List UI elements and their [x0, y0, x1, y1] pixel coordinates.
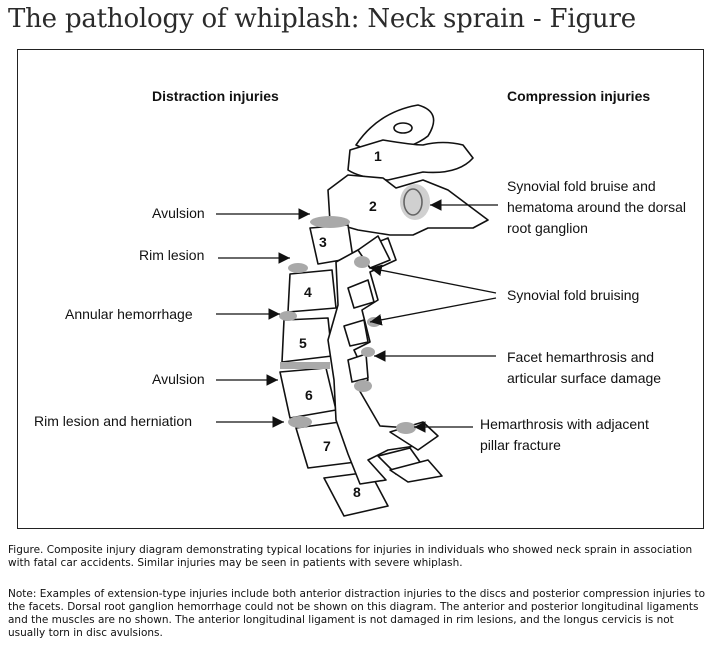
page-title: The pathology of whiplash: Neck sprain -…	[8, 4, 636, 34]
injury-shading-facet-1	[354, 256, 370, 268]
injury-shading-c6-c7	[288, 416, 312, 428]
vertebra-c4-shape	[287, 269, 337, 313]
injury-shading-facet-2	[367, 317, 381, 327]
injury-shading-dorsal-ganglion	[400, 184, 430, 220]
vertebra-number-7: 7	[323, 438, 331, 454]
vertebra-number-4: 4	[304, 284, 312, 300]
label-facet-hemarthrosis: Facet hemarthrosis and articular surface…	[507, 349, 662, 386]
figure-frame: 1 2 3 4 5 6 7 8 Distraction injuries Com…	[17, 49, 704, 529]
injury-shading-facet-4	[354, 380, 372, 392]
facet-plate-4	[347, 353, 369, 383]
spine-diagram: 1 2 3 4 5 6 7 8	[216, 104, 498, 517]
facet-plate-3	[343, 319, 369, 347]
heading-distraction-injuries: Distraction injuries	[152, 88, 279, 104]
label-avulsion-1: Avulsion	[152, 205, 205, 221]
figure-caption: Figure. Composite injury diagram demonst…	[8, 544, 693, 569]
injury-shading-c2-c3	[310, 216, 350, 228]
figure-note: Note: Examples of extension-type injurie…	[8, 588, 706, 639]
label-rim-lesion: Rim lesion	[139, 247, 205, 263]
vertebra-number-1: 1	[374, 148, 382, 164]
injury-shading-facet-3	[361, 347, 375, 357]
injury-shading-pillar	[396, 422, 416, 434]
spinous-process-3	[389, 459, 443, 483]
injury-shading-c5-c6	[280, 362, 330, 369]
injury-shading-c3-c4	[288, 263, 308, 273]
label-rim-lesion-herniation: Rim lesion and herniation	[34, 413, 192, 429]
vertebra-number-2: 2	[369, 198, 377, 214]
label-synovial-fold-bruise-hematoma: Synovial fold bruise and hematoma around…	[507, 178, 686, 236]
label-synovial-fold-bruising: Synovial fold bruising	[507, 287, 640, 303]
vertebra-number-5: 5	[299, 335, 307, 351]
vertebra-c8-shape	[323, 471, 389, 517]
heading-compression-injuries: Compression injuries	[507, 88, 651, 104]
arrow-synovial-fold-upper	[369, 264, 497, 294]
vertebra-c5-shape	[281, 317, 333, 363]
arrow-synovial-fold-lower	[369, 297, 497, 326]
injury-shading-annular	[279, 311, 297, 321]
label-avulsion-2: Avulsion	[152, 371, 205, 387]
label-hemarthrosis-pillar-fracture: Hemarthrosis with adjacent pillar fractu…	[480, 416, 649, 453]
vertebra-number-8: 8	[353, 484, 361, 500]
vertebra-c1-shape	[347, 139, 474, 181]
vertebra-number-6: 6	[305, 387, 313, 403]
label-annular-hemorrhage: Annular hemorrhage	[65, 306, 193, 322]
occiput-foramen	[393, 122, 413, 134]
vertebra-number-3: 3	[319, 234, 327, 250]
facet-plate-2	[347, 279, 375, 309]
